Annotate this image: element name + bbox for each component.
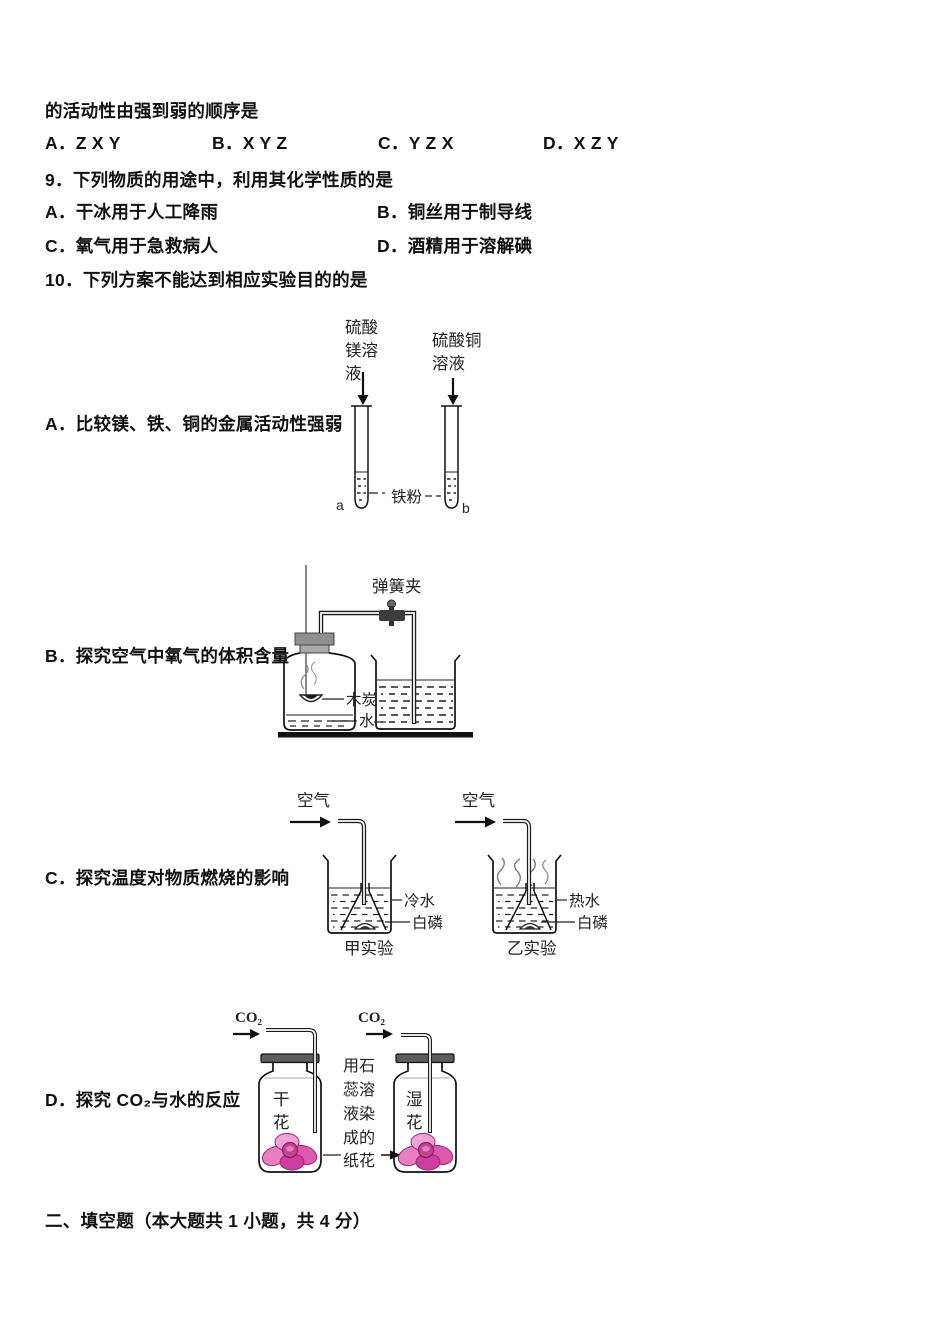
q10-option-c-label: C．探究温度对物质燃烧的影响 — [45, 868, 290, 888]
table-line — [278, 732, 473, 738]
iron-powder-label: 铁粉 — [391, 488, 422, 506]
phosphorus-label-left: 白磷 — [412, 914, 443, 932]
gas-tube-into-bottle-left — [266, 1028, 317, 1133]
diagram-co2-water: CO₂ 干 花 用石 蕊溶 液染 成的 纸花 — [233, 1010, 457, 1173]
pour-arrow-left — [357, 372, 369, 405]
funnel-right — [505, 883, 552, 931]
gas-tube-into-bottle-right — [401, 1033, 432, 1133]
svg-text:花: 花 — [273, 1113, 290, 1132]
test-tube-b — [441, 405, 462, 509]
tube-mark-a: a — [336, 497, 344, 513]
co2-arrow-right — [366, 1029, 393, 1039]
q10-option-b-label: B．探究空气中氧气的体积含量 — [45, 646, 290, 666]
gas-tube-left — [338, 818, 367, 905]
tube-mark-b: b — [462, 500, 470, 516]
dry-flower-label: 干 — [273, 1091, 290, 1109]
water-label: 水 — [359, 712, 375, 730]
spring-clamp — [379, 599, 405, 626]
co2-arrow-left — [233, 1029, 260, 1039]
bottle-lid-right — [395, 1053, 455, 1064]
wet-flower-label: 湿 — [406, 1090, 423, 1109]
reagent-left-label: 硫酸 — [345, 318, 379, 337]
air-label-right: 空气 — [462, 791, 495, 810]
hot-water-label: 热水 — [569, 892, 601, 910]
paper-flower-wet — [397, 1133, 454, 1171]
diagram-temperature-combustion: 空气 冷水 白磷 甲实验 — [290, 791, 608, 958]
connecting-tube — [318, 610, 417, 724]
svg-text:溶液: 溶液 — [432, 354, 465, 373]
air-arrow-left — [290, 816, 331, 828]
air-arrow-right — [455, 816, 496, 828]
section2-title: 二、填空题（本大题共 1 小题，共 4 分） — [45, 1211, 371, 1231]
svg-text:液染: 液染 — [343, 1105, 375, 1123]
q8-stem-tail: 的活动性由强到弱的顺序是 — [45, 101, 259, 121]
q8-option-a: A．Z X Y — [45, 133, 121, 153]
air-label-left: 空气 — [297, 791, 330, 810]
svg-text:花: 花 — [406, 1113, 423, 1132]
q9-option-c: C．氧气用于急救病人 — [45, 236, 219, 256]
funnel-left — [340, 883, 387, 931]
reagent-right-label: 硫酸铜 — [432, 331, 482, 350]
co2-label-right: CO₂ — [358, 1010, 386, 1026]
charcoal-label: 木炭 — [346, 691, 377, 709]
bottle-left — [258, 1062, 322, 1173]
q8-option-c: C．Y Z X — [378, 133, 454, 153]
q9-option-d: D．酒精用于溶解碘 — [377, 236, 533, 256]
svg-text:成的: 成的 — [343, 1129, 375, 1147]
q9-option-a: A．干冰用于人工降雨 — [45, 202, 219, 222]
svg-text:用石: 用石 — [343, 1058, 375, 1075]
pointer-arrow-right — [381, 1150, 401, 1160]
diagram-oxygen-volume: 弹簧夹 — [278, 565, 473, 738]
svg-text:液: 液 — [345, 364, 362, 383]
cold-water-label: 冷水 — [404, 892, 436, 910]
svg-text:纸花: 纸花 — [343, 1152, 375, 1170]
experiment-jia-label: 甲实验 — [344, 939, 394, 958]
gas-jar — [283, 632, 356, 731]
paper-flower-dry — [261, 1133, 318, 1171]
q10-option-d-label: D．探究 CO₂与水的反应 — [45, 1090, 241, 1110]
pour-arrow-right — [447, 378, 459, 405]
q8-option-b: B．X Y Z — [212, 133, 288, 153]
q10-stem: 10．下列方案不能达到相应实验目的的是 — [45, 270, 368, 290]
svg-text:镁溶: 镁溶 — [345, 341, 378, 360]
phosphorus-label-right: 白磷 — [577, 914, 608, 932]
q9-stem: 9．下列物质的用途中，利用其化学性质的是 — [45, 170, 394, 190]
bottle-right — [393, 1062, 457, 1173]
burning-spoon-charcoal — [298, 661, 324, 703]
diagram-metal-activity: 硫酸 镁溶 液 硫酸铜 溶液 — [336, 318, 482, 516]
test-tube-a — [351, 405, 372, 509]
litmus-paper-note: 用石 蕊溶 液染 成的 纸花 — [343, 1058, 375, 1170]
gas-tube-right — [503, 818, 532, 905]
spring-clamp-label: 弹簧夹 — [372, 577, 422, 596]
svg-text:蕊溶: 蕊溶 — [343, 1081, 375, 1099]
q9-option-b: B．铜丝用于制导线 — [377, 202, 533, 222]
bottle-lid-left — [260, 1053, 320, 1064]
co2-label-left: CO₂ — [235, 1010, 263, 1026]
q8-option-d: D．X Z Y — [543, 133, 619, 153]
experiment-yi-label: 乙实验 — [507, 939, 557, 958]
q10-option-a-label: A．比较镁、铁、铜的金属活动性强弱 — [45, 414, 343, 434]
